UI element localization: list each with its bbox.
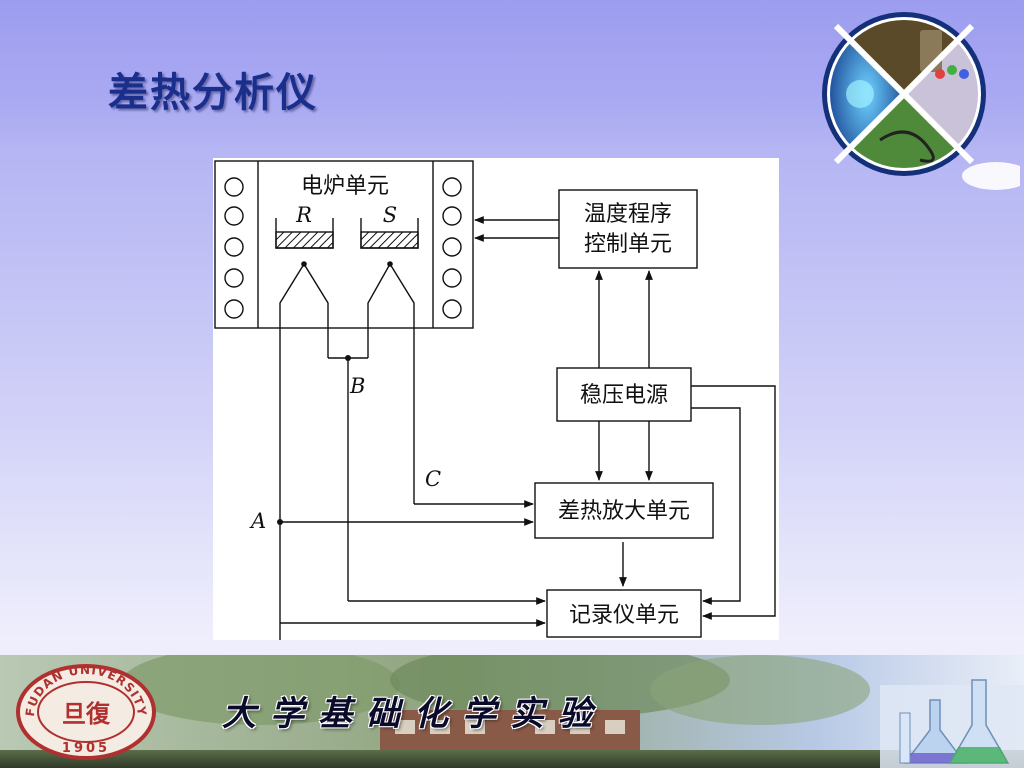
diagram-canvas: 电炉单元 R S 温度程序 控制单元 稳压电源 差热放大单元 记录仪单元 B C… [214,160,776,640]
junction-dot-b [345,355,351,361]
fudan-university-seal: FUDAN UNIVERSITY 旦復 1905 [16,663,156,760]
heater-coil-left-5 [224,299,244,319]
heater-coil-right-1 [442,177,462,197]
heater-coil-right-3 [442,237,462,257]
junction-dot-r [301,261,307,267]
junction-dot-s [387,261,393,267]
temp-ctrl-label-line2: 控制单元 [584,232,672,257]
seal-year-text: 1905 [62,741,110,756]
junction-dot-a [277,519,283,525]
footer-banner-title: 大学基础化学实验 [222,694,606,734]
furnace-unit-box [214,160,474,329]
decorative-logo-disc [822,12,1020,190]
temp-program-control-box [558,189,698,269]
sample-r-label: R [295,203,312,227]
furnace-label: 电炉单元 [301,174,389,199]
slide-title: 差热分析仪 [108,69,318,116]
footer-banner [0,655,1024,768]
heater-coil-left-4 [224,268,244,288]
temp-ctrl-label-line1: 温度程序 [584,202,672,227]
power-supply-box [556,367,692,422]
recorder-label: 记录仪单元 [569,603,679,628]
arrow-power-to-recorder-2 [691,385,776,620]
point-a-label: A [249,509,266,533]
recorder-box [546,589,702,638]
heater-coil-left-2 [224,206,244,226]
thermocouple-s [367,262,415,504]
footer-banner-art [0,655,1024,768]
point-c-label: C [425,467,441,491]
point-b-label: B [349,374,365,398]
thermocouple-r [279,262,329,640]
power-supply-label: 稳压电源 [580,383,668,408]
amplifier-label: 差热放大单元 [558,499,690,524]
arrow-power-to-recorder-1 [691,407,741,605]
sample-s-label: S [383,203,397,227]
heater-coil-left-3 [224,237,244,257]
heater-coil-right-2 [442,206,462,226]
sample-sample-fill [360,231,419,249]
heater-coil-left-1 [224,177,244,197]
reference-sample-fill [275,231,334,249]
dta-block-diagram: 电炉单元 R S 温度程序 控制单元 稳压电源 差热放大单元 记录仪单元 B C… [213,158,779,640]
amplifier-box [534,482,714,539]
seal-center-text: 旦復 [62,699,111,728]
heater-coil-right-5 [442,299,462,319]
heater-coil-right-4 [442,268,462,288]
